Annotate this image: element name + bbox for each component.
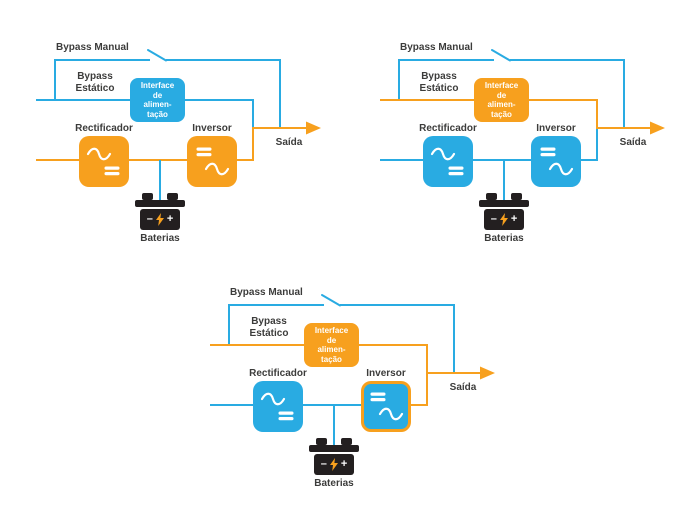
inverter-output-wire (410, 372, 428, 406)
interface-label-line4: tação (491, 109, 512, 119)
sine-wave-icon (260, 392, 286, 406)
ups-diagram-2: Bypass Manual Bypass Estático Interface … (380, 40, 670, 250)
equals-icon (448, 166, 464, 176)
output-label: Saída (619, 137, 647, 148)
static-bypass-label-line2: Estático (419, 82, 459, 94)
interface-label-line1: Interface (484, 81, 519, 90)
rectifier-label: Rectificador (249, 368, 307, 379)
output-label: Saída (449, 382, 477, 393)
interface-label-line2: de (496, 90, 507, 100)
wiring-layer (36, 49, 321, 202)
battery-lid (135, 200, 185, 207)
arrow-right-icon (306, 121, 321, 135)
output-label: Saída (275, 137, 303, 148)
inverter-box (531, 136, 581, 187)
static-bypass-label-line1: Bypass (251, 316, 287, 327)
arrow-right-icon (650, 121, 665, 135)
lightning-bolt-icon (155, 213, 164, 226)
open-switch-icon (321, 294, 341, 307)
bypass-manual-label: Bypass Manual (230, 287, 303, 298)
bypass-manual-wire-right (510, 59, 625, 128)
static-bypass-label: Bypass Estático (64, 71, 126, 94)
interface-label-line4: tação (147, 109, 168, 119)
battery-lid (309, 445, 359, 452)
lightning-bolt-icon (329, 458, 338, 471)
battery-plus-sign: + (340, 458, 348, 470)
battery-terminal-positive (341, 438, 352, 445)
rectifier-box (253, 381, 303, 432)
bypass-manual-wire-right (340, 304, 455, 373)
batteries-label: Baterias (314, 478, 354, 489)
battery-terminal-negative (316, 438, 327, 445)
equals-icon (104, 166, 120, 176)
sine-wave-icon (548, 162, 574, 176)
inverter-output-wire (580, 127, 598, 161)
rectifier-label: Rectificador (75, 123, 133, 134)
arrow-right-icon (480, 366, 495, 380)
inverter-output-wire (236, 127, 254, 161)
ups-diagram-3: Bypass Manual Bypass Estático Interface … (210, 285, 500, 495)
equals-icon (196, 147, 212, 157)
interface-label-line2: de (326, 335, 337, 345)
battery-plus-sign: + (510, 213, 518, 225)
static-bypass-label-line2: Estático (75, 82, 115, 94)
static-bypass-label: Bypass Estático (238, 316, 300, 339)
lightning-bolt-icon (499, 213, 508, 226)
sine-wave-icon (378, 407, 404, 421)
interface-label-line2: de (152, 90, 163, 100)
power-interface-box: Interface de alimen- tação (304, 323, 359, 367)
sine-wave-icon (430, 147, 456, 161)
inverter-box (187, 136, 237, 187)
inverter-label: Inversor (192, 123, 232, 134)
rectifier-label: Rectificador (419, 123, 477, 134)
inverter-label: Inversor (536, 123, 576, 134)
bypass-manual-wire-left (54, 59, 150, 100)
battery-plus-sign: + (166, 213, 174, 225)
batteries-label: Baterias (484, 233, 524, 244)
static-bypass-label: Bypass Estático (408, 71, 470, 94)
static-bypass-label-line1: Bypass (77, 71, 113, 82)
batteries-label: Baterias (140, 233, 180, 244)
sine-wave-icon (204, 162, 230, 176)
battery-icon: – + (314, 454, 354, 475)
open-switch-icon (491, 49, 511, 62)
equals-icon (278, 411, 294, 421)
inverter-box (361, 381, 411, 432)
static-bypass-label-line1: Bypass (421, 71, 457, 82)
open-switch-icon (147, 49, 167, 62)
rectifier-box (79, 136, 129, 187)
wiring-layer (210, 294, 495, 447)
bypass-manual-label: Bypass Manual (56, 42, 129, 53)
interface-label-line3: alimen- (143, 100, 172, 109)
interface-label-line3: alimen- (317, 345, 346, 354)
battery-terminal-positive (511, 193, 522, 200)
interface-label-line1: Interface (140, 81, 175, 90)
battery-terminal-negative (486, 193, 497, 200)
battery-lid (479, 200, 529, 207)
rectifier-box (423, 136, 473, 187)
battery-icon: – + (140, 209, 180, 230)
static-bypass-label-line2: Estático (249, 327, 289, 339)
inverter-label: Inversor (366, 368, 406, 379)
sine-wave-icon (86, 147, 112, 161)
interface-label-line1: Interface (314, 326, 349, 335)
battery-minus-sign: – (490, 213, 497, 225)
interface-label-line4: tação (321, 354, 342, 364)
power-interface-box: Interface de alimen- tação (130, 78, 185, 122)
power-interface-box: Interface de alimen- tação (474, 78, 529, 122)
bypass-manual-wire-right (166, 59, 281, 128)
bypass-manual-wire-left (228, 304, 324, 345)
battery-minus-sign: – (320, 458, 327, 470)
interface-label-line3: alimen- (487, 100, 516, 109)
wiring-layer (380, 49, 665, 202)
battery-terminal-positive (167, 193, 178, 200)
bypass-manual-label: Bypass Manual (400, 42, 473, 53)
ups-diagram-1: Bypass Manual Bypass Estático Interface … (36, 40, 326, 250)
battery-icon: – + (484, 209, 524, 230)
battery-terminal-negative (142, 193, 153, 200)
equals-icon (370, 392, 386, 402)
bypass-manual-wire-left (398, 59, 494, 100)
equals-icon (540, 147, 556, 157)
battery-minus-sign: – (146, 213, 153, 225)
